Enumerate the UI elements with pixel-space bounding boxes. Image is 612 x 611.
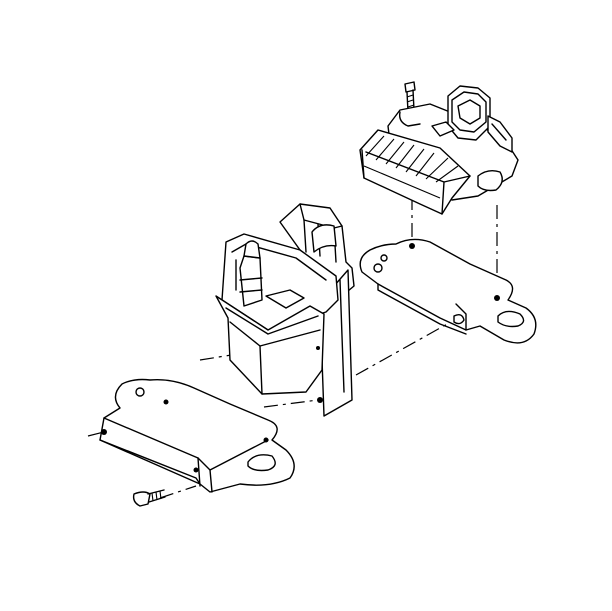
ignition-coil-icon bbox=[215, 203, 355, 417]
coil-screw-icon bbox=[132, 489, 166, 507]
ignition-control-module-icon bbox=[359, 85, 519, 215]
module-bracket-icon bbox=[359, 238, 537, 344]
coil-bracket-icon bbox=[99, 378, 295, 493]
